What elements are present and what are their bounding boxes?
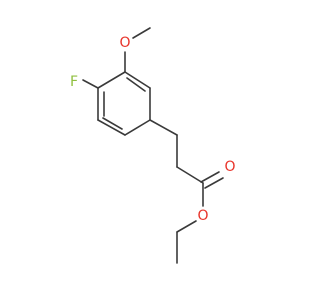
chain-bond [176,166,204,184]
structure-canvas: F O O O [70,27,236,264]
benzene-ring [97,71,151,136]
ring-double-bond [102,117,123,130]
fluorine-label: F [70,74,78,90]
chain-bond [149,119,178,136]
carbonyl-oxygen-label: O [224,159,235,175]
carbonyl-double-bond [200,171,220,183]
ring-bond [97,71,126,89]
methoxy-oxygen-label: O [119,35,130,51]
o-ethyl-bond [176,220,197,233]
carbonyl-double-bond [204,177,224,189]
ring-bond [124,119,151,136]
ring-bond [97,119,126,136]
c-f-bond [82,79,99,89]
ester-oxygen-label: O [197,208,208,224]
molecule-structure: F O O O [70,27,236,264]
o-methyl-bond [132,27,151,39]
ring-bond [124,71,151,89]
ring-double-bond [126,77,146,92]
